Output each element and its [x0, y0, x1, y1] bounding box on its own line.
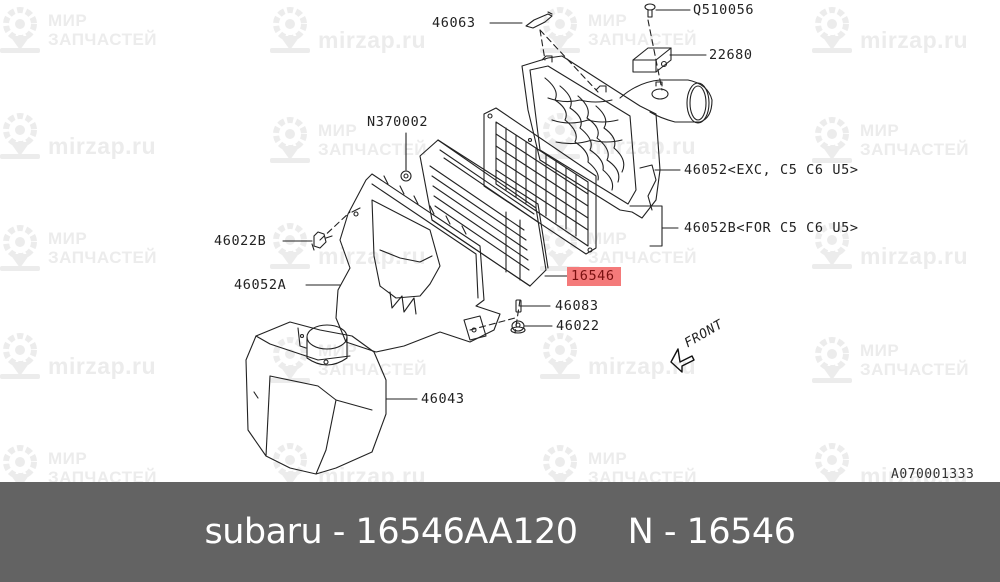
- clip-46022b: [311, 231, 333, 251]
- part-label-46022[interactable]: 46022: [556, 318, 600, 334]
- lower-air-cleaner-case: [335, 173, 501, 353]
- part-label-22680[interactable]: 22680: [709, 47, 753, 63]
- part-label-46052[interactable]: 46052<EXC, C5 C6 U5>: [684, 162, 859, 178]
- part-label-46022b[interactable]: 46022B: [214, 233, 267, 249]
- part-label-46043[interactable]: 46043: [421, 391, 465, 407]
- part-label-n370002[interactable]: N370002: [367, 114, 429, 130]
- exploded-view-drawing: [245, 3, 713, 475]
- brand-part-number: subaru - 16546AA120: [204, 512, 579, 552]
- clip-46063: [525, 11, 553, 29]
- part-label-16546-highlighted[interactable]: 16546: [567, 267, 621, 286]
- diagram-reference-code: A070001333: [891, 467, 975, 482]
- part-label-q510056[interactable]: Q510056: [693, 2, 755, 18]
- part-label-46052b[interactable]: 46052B<FOR C5 C6 U5>: [684, 220, 859, 236]
- leader-lines: [282, 9, 707, 400]
- part-label-46052a[interactable]: 46052A: [234, 277, 287, 293]
- filter-net-frame: [483, 107, 597, 255]
- resonator-46043: [245, 321, 387, 475]
- part-number-footer: subaru - 16546AA120 N - 16546: [0, 482, 1000, 582]
- part-label-46083[interactable]: 46083: [555, 298, 599, 314]
- pin-46083: [515, 299, 522, 313]
- grommet-n370002: [400, 170, 412, 182]
- front-direction-arrow: [670, 348, 695, 373]
- oem-part-number: N - 16546: [627, 512, 796, 552]
- screw-q510056: [644, 3, 656, 18]
- bushing-46022: [510, 320, 526, 334]
- sensor-22680: [632, 47, 672, 73]
- upper-air-cleaner-case: [521, 55, 713, 219]
- part-label-46063[interactable]: 46063: [432, 15, 476, 31]
